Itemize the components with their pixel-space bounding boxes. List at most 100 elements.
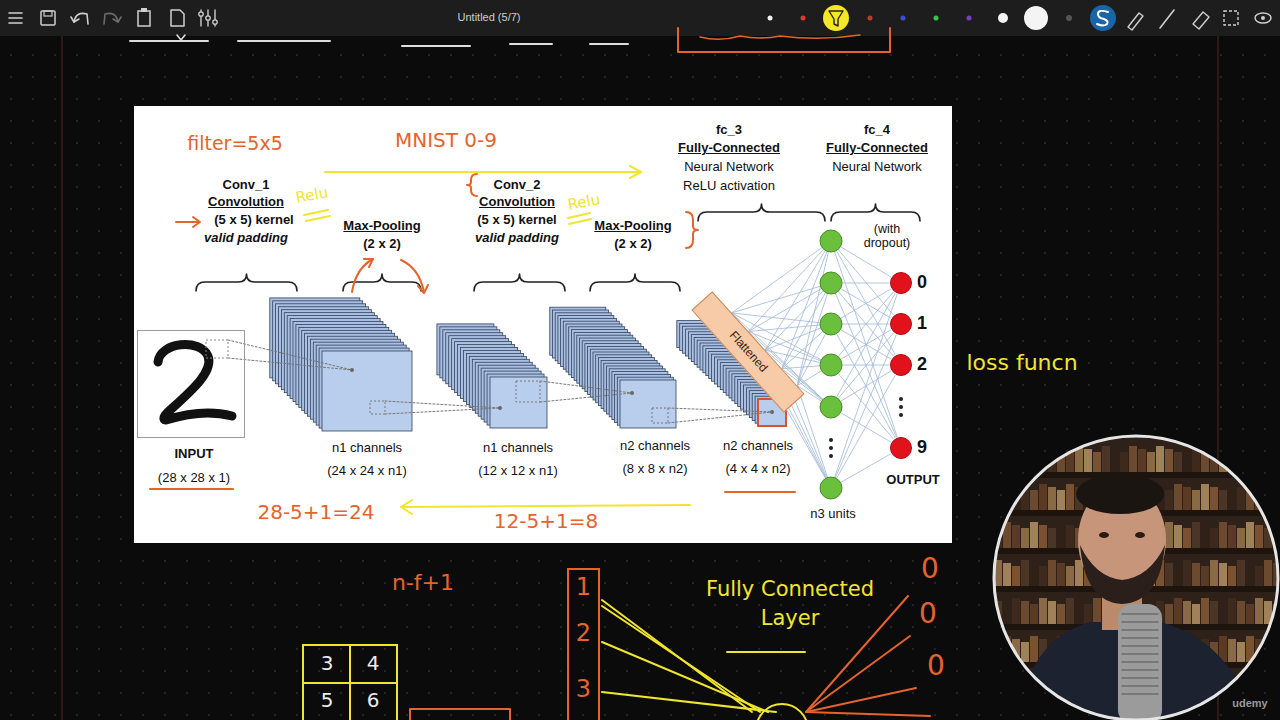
book <box>1192 604 1200 624</box>
ink-annotation: 3 <box>321 652 334 675</box>
input-image: INPUT(28 x 28 x 1) <box>137 330 245 438</box>
color-swatch <box>998 13 1008 23</box>
redo-icon <box>104 13 118 24</box>
book <box>1255 598 1263 624</box>
ink-annotation: loss funcn <box>966 350 1077 375</box>
ink-neuron <box>756 704 808 720</box>
book <box>1048 528 1056 548</box>
book <box>1057 490 1065 510</box>
book <box>1030 449 1038 472</box>
book <box>1210 601 1218 624</box>
book <box>994 487 1002 510</box>
ink-equals <box>304 210 328 215</box>
ink-annotation: 28-5+1=24 <box>257 501 374 524</box>
book <box>1228 484 1236 510</box>
book <box>1066 712 1074 720</box>
node-text: n2 channels <box>723 439 793 454</box>
line-icon <box>1160 10 1174 28</box>
microphone-grille <box>1122 645 1158 647</box>
page-icon <box>171 10 184 26</box>
hidden-unit <box>820 477 842 499</box>
figure-label: Max-Pooling <box>343 219 420 234</box>
book <box>1057 718 1065 720</box>
book <box>994 674 1002 700</box>
book <box>1075 715 1083 720</box>
microphone-grille <box>1122 629 1158 631</box>
book <box>1147 452 1155 472</box>
figure-label: Conv_2 <box>494 178 541 193</box>
book <box>1201 484 1209 510</box>
feature-map-stack <box>437 324 547 428</box>
ink-arrow <box>402 505 690 507</box>
book <box>1228 598 1236 624</box>
projection-line <box>540 381 632 393</box>
projection-dot <box>770 410 774 414</box>
book <box>1192 718 1200 720</box>
node-text: n1 channels <box>483 441 553 456</box>
figure-label: (5 x 5) kernel <box>214 213 294 228</box>
book <box>1165 449 1173 472</box>
save-icon <box>41 11 55 25</box>
book <box>1255 525 1263 548</box>
ink-connection <box>602 692 776 712</box>
node-text: 2 <box>576 620 591 648</box>
book <box>1048 715 1056 720</box>
figure-label: valid padding <box>204 231 288 246</box>
connection-line <box>732 247 822 312</box>
projection-dot <box>498 406 502 410</box>
save-icon <box>44 11 52 16</box>
ink-underline <box>150 488 233 490</box>
book <box>1021 642 1029 662</box>
book <box>1003 718 1011 720</box>
ink-equals <box>568 213 590 218</box>
ink-stroke <box>177 35 185 40</box>
ellipsis-dot <box>899 405 903 409</box>
color-swatch <box>801 16 806 21</box>
book <box>1219 718 1227 720</box>
book <box>1237 446 1245 472</box>
figure-label: (2 x 2) <box>363 237 401 252</box>
pool-layer: n1 channels(12 x 12 x n1) <box>437 324 547 428</box>
feature-map <box>620 380 676 428</box>
figure-label: OUTPUT <box>886 473 939 488</box>
person-eye <box>1099 532 1109 538</box>
book <box>1174 566 1182 586</box>
hidden-unit <box>820 396 842 418</box>
menu-icon <box>9 12 22 14</box>
book <box>1012 566 1020 586</box>
microphone-grille <box>1122 677 1158 679</box>
book <box>1003 604 1011 624</box>
node-text: (12 x 12 x n1) <box>478 464 558 479</box>
feature-map-stack <box>550 307 676 428</box>
book <box>1111 449 1119 472</box>
projection-line <box>385 408 500 414</box>
ink-annotation: 12-5+1=8 <box>494 510 598 533</box>
book <box>1030 563 1038 586</box>
ink-arrow <box>401 260 424 292</box>
book <box>1084 604 1092 624</box>
connection-line <box>835 293 896 437</box>
book <box>1228 566 1236 586</box>
book <box>1246 522 1254 548</box>
ink-annotation: 6 <box>367 689 380 712</box>
ink-stroke <box>238 40 330 42</box>
book <box>1012 452 1020 472</box>
node-text: 1 <box>917 313 927 334</box>
sliders-knob <box>213 20 217 24</box>
book <box>1165 522 1173 548</box>
microphone-grille <box>1122 685 1158 687</box>
book <box>1255 452 1263 472</box>
connection-line <box>765 291 823 350</box>
ink-annotation: n-f+1 <box>392 570 454 595</box>
receptive-field <box>652 408 668 423</box>
ink-arrow-head <box>401 500 412 514</box>
figure-label: Untitled (5/7) <box>458 11 521 24</box>
receptive-field <box>370 401 385 414</box>
ellipsis-dot <box>899 413 903 417</box>
book <box>1219 490 1227 510</box>
book <box>1075 560 1083 586</box>
book <box>1039 484 1047 510</box>
book <box>1021 715 1029 720</box>
ink-stroke <box>590 43 628 45</box>
book <box>1219 522 1227 548</box>
